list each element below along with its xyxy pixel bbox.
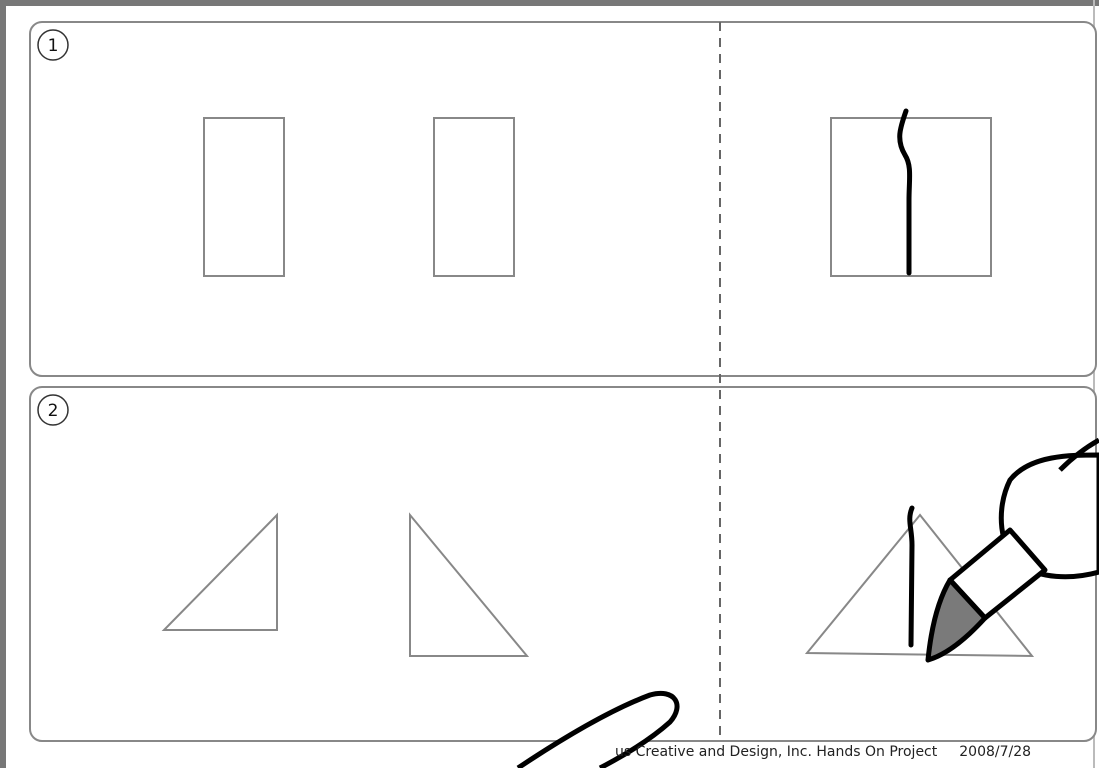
panel-2-number-badge: 2 (38, 395, 68, 425)
panel-1: 1 (30, 22, 1096, 376)
panel-2-frame (30, 387, 1096, 741)
footer-credit: us Creative and Design, Inc. Hands On Pr… (615, 744, 937, 760)
footer-date: 2008/7/28 (959, 744, 1031, 760)
panel-1-frame (30, 22, 1096, 376)
footer: us Creative and Design, Inc. Hands On Pr… (584, 744, 1099, 766)
panel-1-number-badge: 1 (38, 30, 68, 60)
panel-2-cut-line (910, 508, 912, 645)
panel-2-number: 2 (48, 401, 59, 421)
panel-2: 2 (30, 387, 1096, 741)
panel-1-number: 1 (48, 36, 59, 56)
